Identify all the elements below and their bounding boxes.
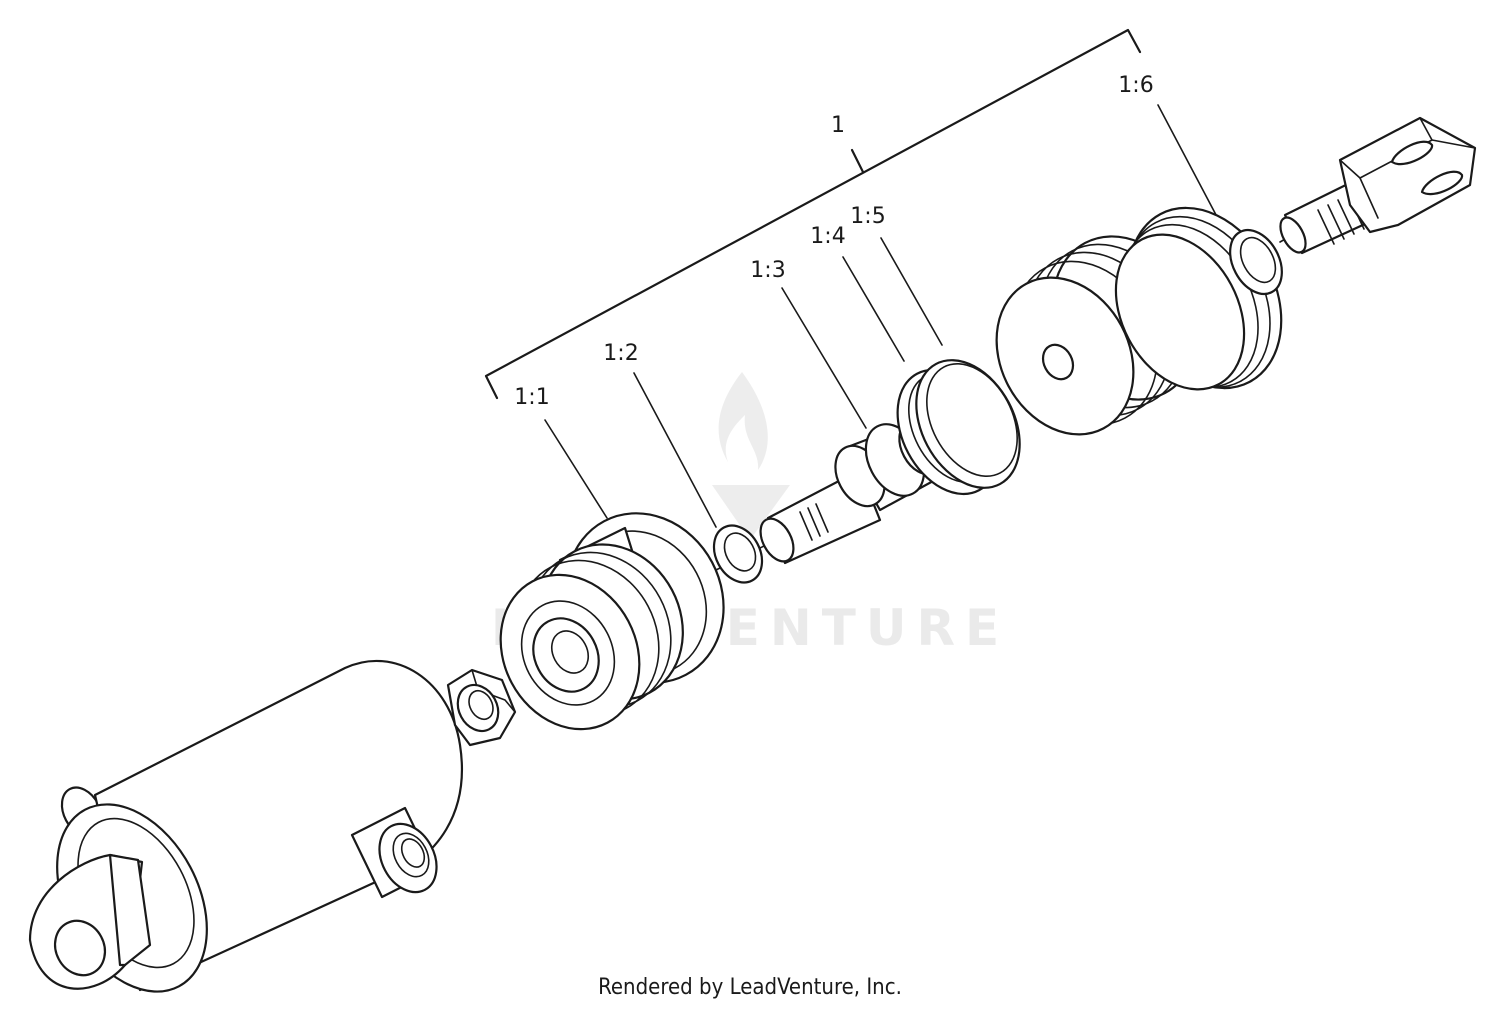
part-1-5-ring[interactable] [895, 342, 1040, 505]
callout-1-1[interactable]: 1:1 [514, 385, 549, 410]
leader-lines [544, 104, 1225, 528]
callout-1-2[interactable]: 1:2 [603, 341, 638, 366]
callout-1-3[interactable]: 1:3 [750, 258, 785, 283]
flame-logo-icon [712, 372, 790, 540]
callout-1-4[interactable]: 1:4 [810, 224, 845, 249]
cylinder-body[interactable] [27, 659, 463, 1013]
hex-nut[interactable] [446, 668, 517, 747]
part-1-1-piston[interactable] [474, 486, 753, 754]
callout-1-6[interactable]: 1:6 [1118, 73, 1153, 98]
credit-text: Rendered by LeadVenture, Inc. [598, 975, 902, 1000]
assembly-bracket [484, 28, 1142, 400]
part-1-2-o-ring[interactable] [704, 517, 771, 591]
part-1-6-o-ring[interactable] [1220, 221, 1293, 303]
callout-1-5[interactable]: 1:5 [850, 204, 885, 229]
callout-1[interactable]: 1 [831, 113, 845, 138]
rod-clevis[interactable] [1275, 116, 1477, 256]
